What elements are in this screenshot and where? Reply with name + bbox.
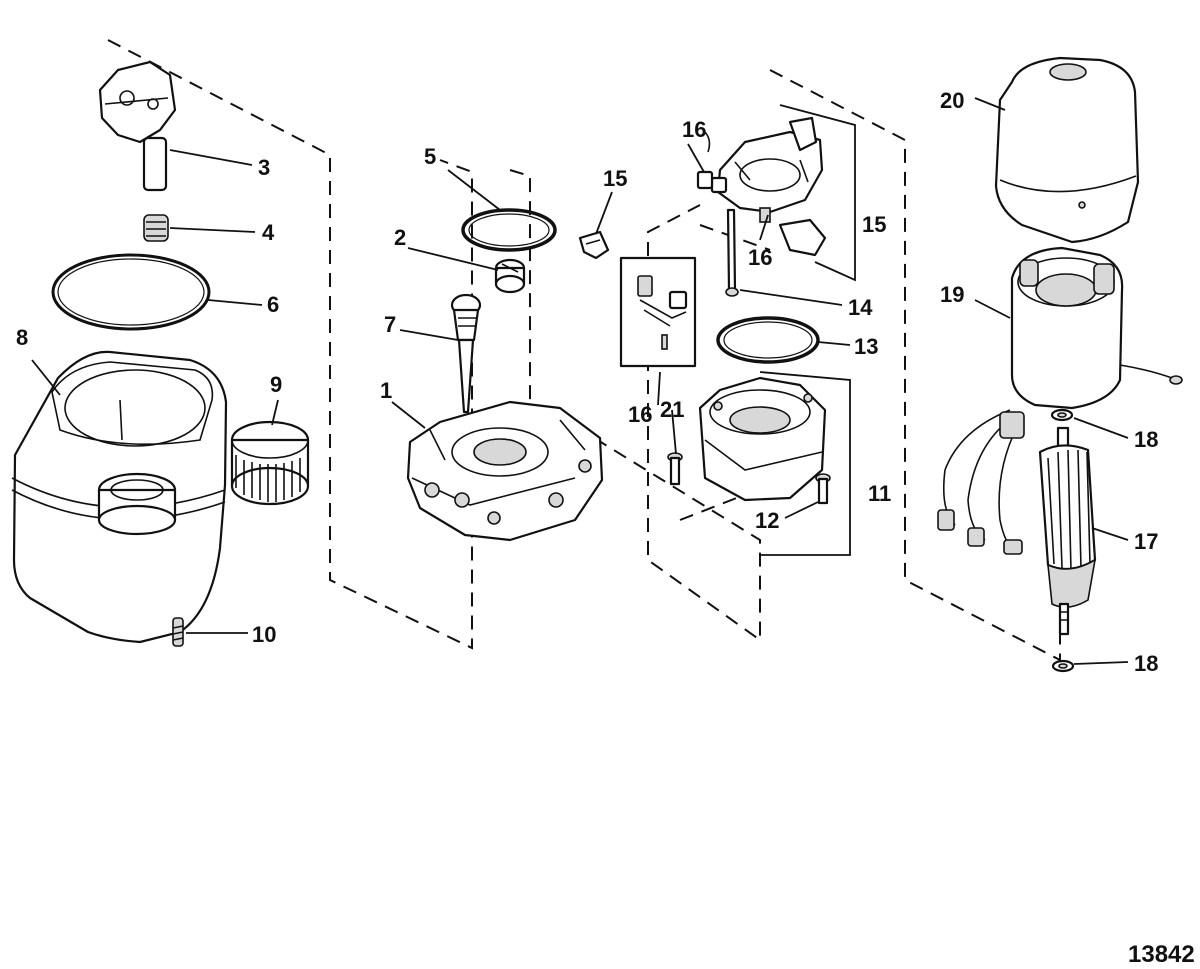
callout-13: 13 — [854, 334, 878, 359]
part-11-end-housing — [698, 376, 827, 502]
callout-18-bottom: 18 — [1134, 651, 1158, 676]
callout-21: 21 — [660, 397, 684, 422]
callout-16-brush-kit: 16 — [628, 402, 652, 427]
part-18-washer-bottom — [1051, 659, 1075, 673]
callout-16-spring: 16 — [748, 245, 772, 270]
callout-brackets — [759, 104, 856, 556]
part-8-reservoir — [11, 350, 228, 644]
callout-labels: 3 4 6 8 9 10 5 2 7 1 15 16 15 16 14 13 1… — [16, 88, 1158, 676]
part-2-spool — [494, 258, 526, 294]
callout-19: 19 — [940, 282, 964, 307]
part-3-pump-head — [98, 60, 177, 192]
callout-5: 5 — [424, 144, 436, 169]
callout-18-top: 18 — [1134, 427, 1158, 452]
part-16-terminal — [696, 131, 714, 190]
callout-11: 11 — [868, 481, 891, 506]
callout-15-brush-plate: 15 — [862, 212, 886, 237]
callout-8: 8 — [16, 325, 28, 350]
part-17-armature — [1038, 426, 1097, 636]
leader-lines — [31, 97, 1129, 665]
callout-1: 1 — [380, 378, 392, 403]
callout-14: 14 — [848, 295, 873, 320]
part-18-washer-top — [1050, 408, 1074, 422]
callout-16-terminal: 16 — [682, 117, 706, 142]
part-4-fitting — [143, 214, 169, 242]
part-9-fill-cap — [230, 420, 310, 506]
part-14-through-bolt — [725, 208, 739, 297]
part-5-o-ring — [461, 208, 557, 252]
callout-6: 6 — [267, 292, 279, 317]
part-10-screw — [172, 617, 184, 647]
part-6-large-o-ring — [51, 253, 211, 331]
callout-9: 9 — [270, 372, 282, 397]
callout-12: 12 — [755, 508, 779, 533]
callout-17: 17 — [1134, 529, 1158, 554]
callout-20: 20 — [940, 88, 964, 113]
part-21-screw — [667, 452, 683, 486]
callout-4: 4 — [262, 220, 275, 245]
assembly-guide-lines — [107, 39, 1061, 662]
part-20-motor-cover — [994, 56, 1140, 244]
part-16-brush-kit-inset — [619, 256, 697, 368]
part-15-clip — [578, 230, 610, 260]
part-13-o-ring — [716, 316, 820, 364]
callout-7: 7 — [384, 312, 396, 337]
part-1-pump-body — [406, 400, 604, 542]
callout-15-clip: 15 — [603, 166, 627, 191]
part-12-screw — [815, 473, 831, 505]
part-7-valve-rod — [450, 293, 482, 414]
callout-10: 10 — [252, 622, 276, 647]
figure-number: 13842 — [1128, 941, 1195, 968]
callout-3: 3 — [258, 155, 270, 180]
part-15-brush-plate — [710, 116, 827, 257]
part-19-field-frame — [937, 246, 1183, 555]
callout-2: 2 — [394, 225, 406, 250]
